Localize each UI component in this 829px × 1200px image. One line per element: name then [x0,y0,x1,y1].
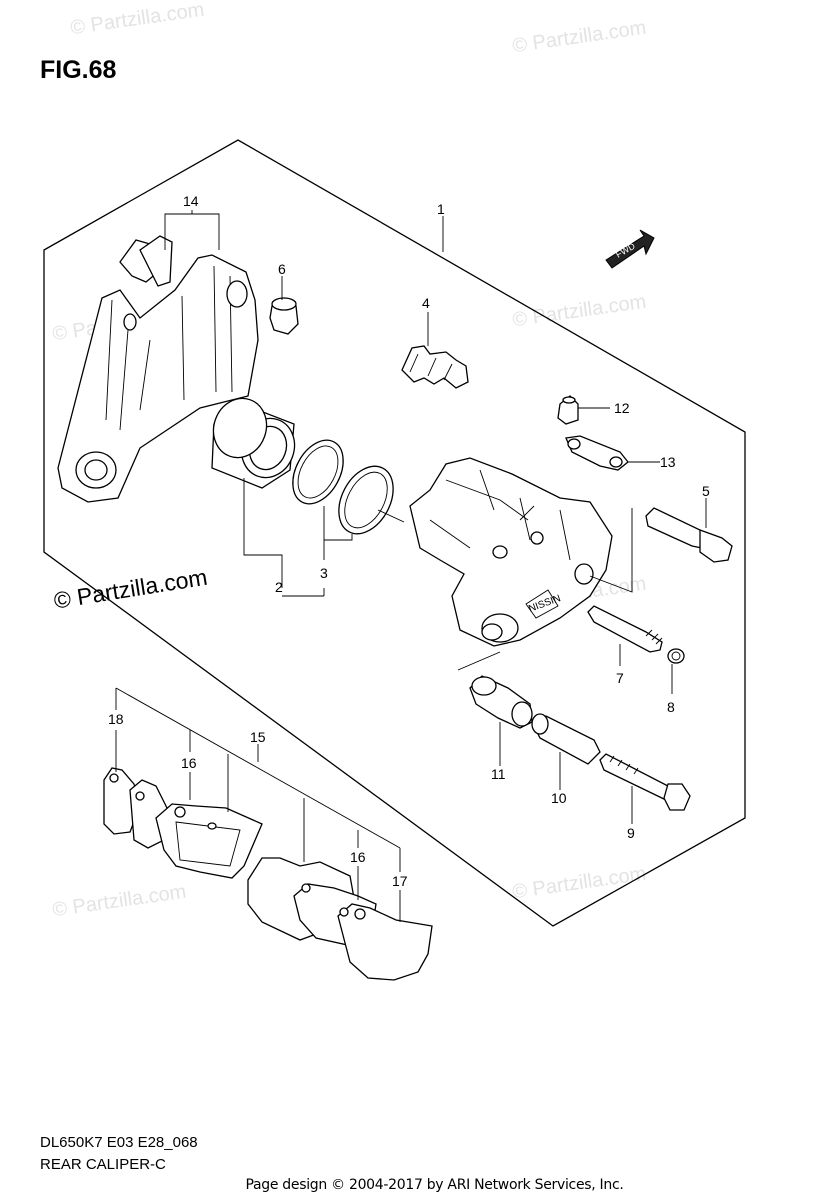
callout-4: 4 [422,295,430,311]
pad-pin [645,507,733,563]
callout-11: 11 [491,766,506,782]
callout-14: 14 [183,193,199,209]
callout-6: 6 [278,261,286,277]
figure-label: FIG.68 [40,56,117,84]
brake-pad-set-rear [247,857,433,981]
callout-2: 2 [275,579,283,595]
callout-10: 10 [551,790,567,806]
bleeder-cap [565,435,629,471]
callout-12: 12 [614,400,630,416]
callout-16-right: 16 [350,849,366,865]
callout-5: 5 [702,483,710,499]
callout-1: 1 [437,201,445,217]
callout-numbers: 1 2 3 4 5 6 7 8 9 10 11 12 13 14 15 16 1… [108,193,710,889]
pin-boot [269,297,299,335]
forward-arrow-icon: FWD [605,229,655,269]
caliper-body: NISSIN [409,457,613,647]
callout-3: 3 [320,565,328,581]
callout-8: 8 [667,699,675,715]
pad-spring [401,345,469,389]
footer-text: Page design © 2004-2017 by ARI Network S… [245,1177,624,1193]
diagram-code: DL650K7 E03 E28_068 [40,1134,198,1151]
callout-leader-lines [115,210,707,922]
callout-7: 7 [616,670,624,686]
caliper-piston [211,397,296,489]
callout-16-left: 16 [181,755,197,771]
assembly-outline [43,139,746,927]
caliper-bracket [57,235,259,503]
bleeder-valve [557,395,579,425]
callout-9: 9 [627,825,635,841]
pin-plug [667,648,685,664]
piston-seals [292,439,394,535]
pin-sleeve [531,713,601,765]
callout-18: 18 [108,711,124,727]
callout-17: 17 [392,873,408,889]
callout-13: 13 [660,454,676,470]
pin-boot-rear [469,675,533,729]
brake-pad-set-front [103,767,263,879]
diagram-name: REAR CALIPER-C [40,1156,166,1173]
callout-15: 15 [250,729,266,745]
caliper-pin [587,605,663,653]
caliper-bolt [599,753,691,811]
page-footer: Page design © 2004-2017 by ARI Network S… [0,1177,829,1193]
